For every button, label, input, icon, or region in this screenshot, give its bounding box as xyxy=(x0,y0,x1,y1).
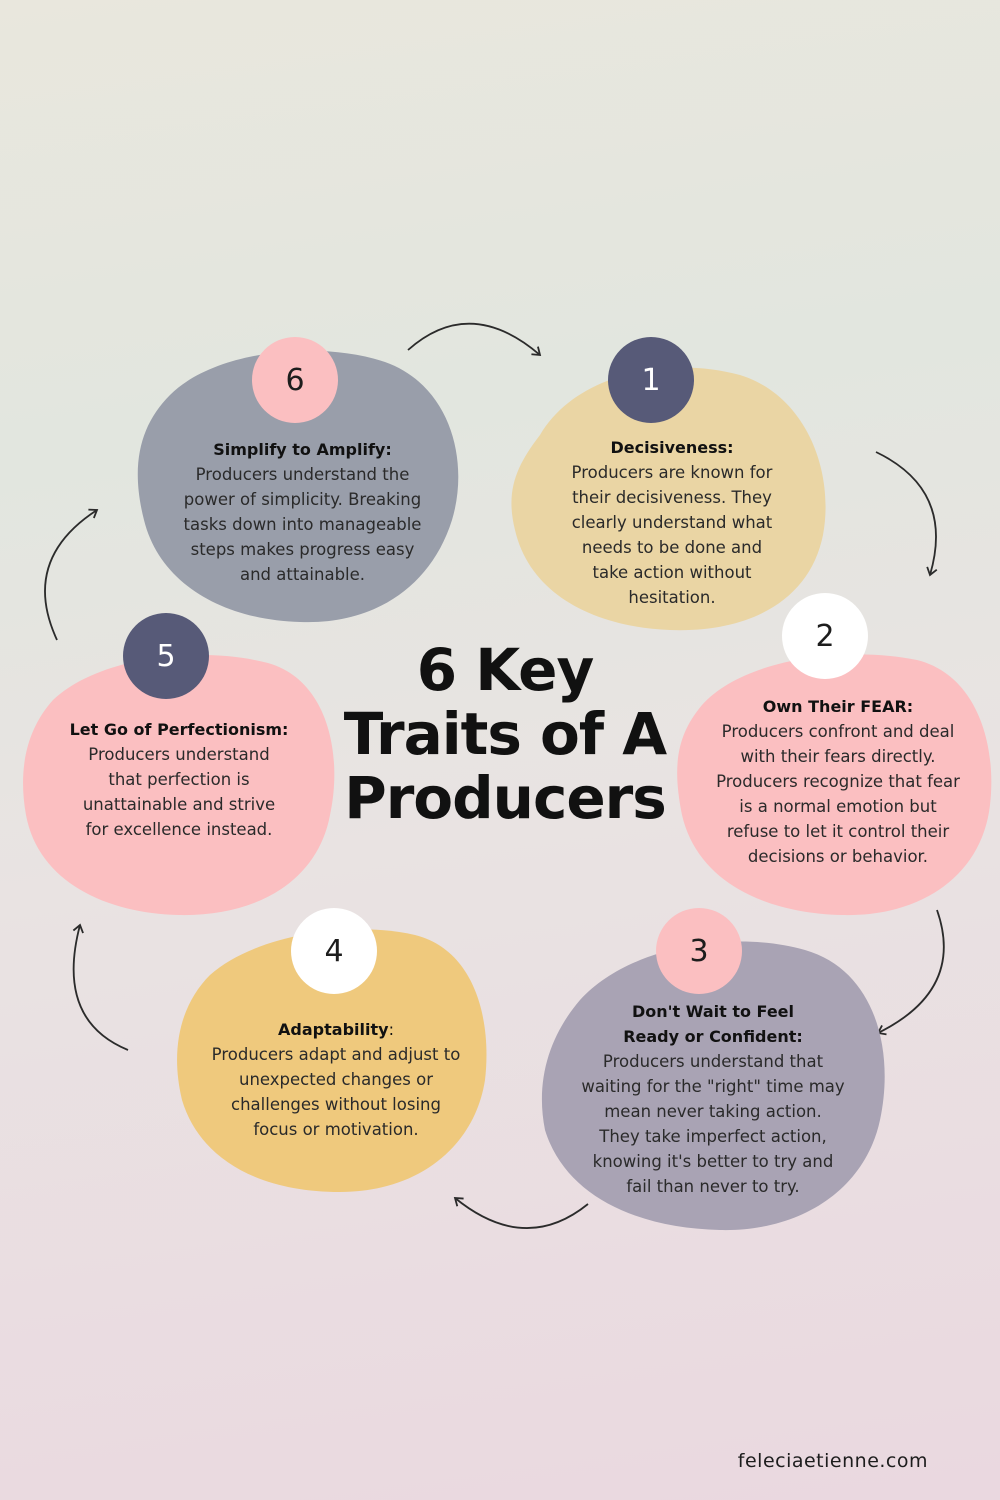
step-5-body-line: for excellence instead. xyxy=(85,820,273,839)
step-1-body-line: their decisiveness. They xyxy=(572,488,772,507)
step-6-badge: 6 xyxy=(252,337,338,423)
title-line-2: Traits of A xyxy=(343,700,667,768)
step-6-body-line: tasks down into manageable xyxy=(183,515,422,534)
step-1-body-line: Producers are known for xyxy=(571,463,773,482)
step-4-body-line: unexpected changes or xyxy=(238,1070,434,1089)
step-3-body-line: mean never taking action. xyxy=(604,1102,822,1121)
step-2-text: Own Their FEAR: Producers confront and d… xyxy=(684,694,992,869)
step-6-body-line: Producers understand the xyxy=(195,465,410,484)
step-3-body-line: Producers understand that xyxy=(602,1052,824,1071)
step-2-body-line: refuse to let it control their xyxy=(726,822,950,841)
step-4-text: Adaptability: Producers adapt and adjust… xyxy=(183,1017,489,1142)
step-2-heading: Own Their FEAR: xyxy=(762,697,914,716)
step-5-body-line: that perfection is xyxy=(108,770,250,789)
step-1-body-line: clearly understand what xyxy=(571,513,773,532)
arrow-4-to-5 xyxy=(72,923,129,1051)
blob-4 xyxy=(177,929,487,1192)
step-2-body-line: decisions or behavior. xyxy=(747,847,929,866)
step-4-badge: 4 xyxy=(291,908,377,994)
blob-5 xyxy=(23,654,335,916)
step-6-body-line: power of simplicity. Breaking xyxy=(183,490,422,509)
step-4-heading-label: Adaptability xyxy=(278,1020,389,1039)
step-3-body-line: fail than never to try. xyxy=(626,1177,800,1196)
footer-website: feleciaetienne.com xyxy=(737,1450,928,1472)
blob-2 xyxy=(677,654,992,916)
step-2-body-line: with their fears directly. xyxy=(740,747,936,766)
step-3-heading-line: Ready or Confident: xyxy=(623,1027,803,1046)
title-line-3: Producers xyxy=(344,764,667,832)
step-5-badge: 5 xyxy=(123,613,209,699)
arrow-5-to-6 xyxy=(44,508,99,641)
step-2-body-line: Producers recognize that fear xyxy=(716,772,960,791)
step-3-text: Don't Wait to Feel Ready or Confident: P… xyxy=(560,999,866,1199)
step-5-body-line: unattainable and strive xyxy=(82,795,276,814)
step-2-body-line: is a normal emotion but xyxy=(739,797,937,816)
step-1-heading: Decisiveness: xyxy=(610,438,734,457)
page-title: 6 Key Traits of A Producers xyxy=(335,638,675,830)
step-3-heading-line: Don't Wait to Feel xyxy=(631,1002,795,1021)
step-4-body-line: Producers adapt and adjust to xyxy=(211,1045,461,1064)
step-3-body-line: knowing it's better to try and xyxy=(592,1152,834,1171)
step-1-body-line: take action without xyxy=(592,563,752,582)
step-3-body-line: waiting for the "right" time may xyxy=(581,1077,845,1096)
step-1-body-line: needs to be done and xyxy=(581,538,763,557)
step-6-body-line: and attainable. xyxy=(239,565,366,584)
step-4-body-line: challenges without losing xyxy=(231,1095,441,1114)
blob-1 xyxy=(511,367,826,631)
step-5-body-line: Producers understand xyxy=(88,745,270,764)
step-6-heading: Simplify to Amplify: xyxy=(213,440,392,459)
step-3-badge: 3 xyxy=(656,908,742,994)
step-6-text: Simplify to Amplify: Producers understan… xyxy=(150,437,455,587)
step-1-text: Decisiveness: Producers are known for th… xyxy=(522,435,822,610)
arrow-2-to-3 xyxy=(876,909,945,1036)
arrow-6-to-1 xyxy=(407,322,542,357)
step-2-body-line: Producers confront and deal xyxy=(721,722,955,741)
title-line-1: 6 Key xyxy=(416,636,595,704)
step-1-body-line: hesitation. xyxy=(628,588,716,607)
step-2-badge: 2 xyxy=(782,593,868,679)
step-5-text: Let Go of Perfectionism: Producers under… xyxy=(30,717,328,842)
arrow-1-to-2 xyxy=(875,451,938,577)
arrow-3-to-4 xyxy=(453,1197,589,1229)
step-5-heading: Let Go of Perfectionism: xyxy=(69,720,289,739)
step-1-badge: 1 xyxy=(608,337,694,423)
step-4-body-line: focus or motivation. xyxy=(253,1120,419,1139)
step-6-body-line: steps makes progress easy xyxy=(190,540,415,559)
blob-6 xyxy=(137,350,459,623)
blob-3 xyxy=(541,941,885,1231)
step-4-heading-colon: : xyxy=(388,1020,394,1039)
step-3-body-line: They take imperfect action, xyxy=(599,1127,827,1146)
step-4-heading: Adaptability: xyxy=(183,1017,489,1042)
